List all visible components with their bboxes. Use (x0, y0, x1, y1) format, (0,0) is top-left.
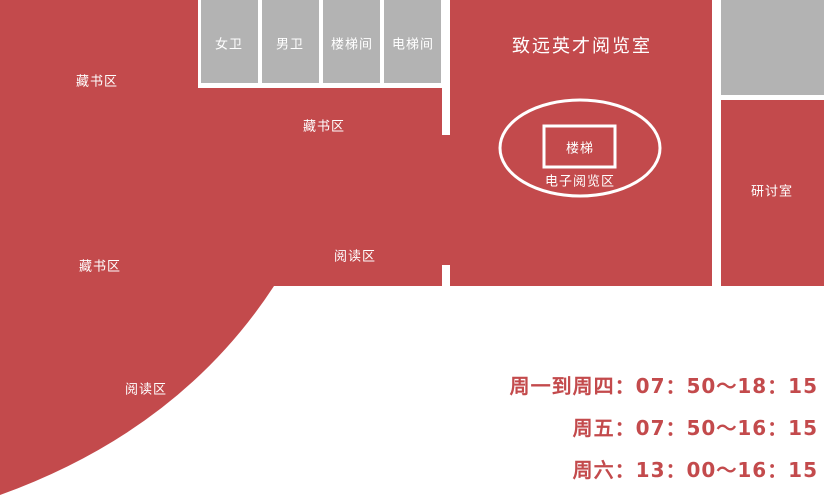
seminar-room-block (721, 100, 824, 286)
womens-restroom-block (201, 0, 258, 83)
stairwell-block (323, 0, 380, 83)
elevator-room-block (384, 0, 441, 83)
e-reading-ellipse (498, 98, 662, 198)
reading-room-title: 致远英才阅览室 (512, 36, 652, 57)
reading-area-label: 阅读区 (124, 382, 168, 398)
mens-restroom-block (262, 0, 319, 83)
stairs-label: 楼梯 (565, 141, 595, 157)
storage-area-label: 藏书区 (75, 74, 119, 90)
main-floor-area (0, 0, 442, 495)
hours-fri: 周五：07：50～16：15 (572, 416, 818, 440)
storage-area-label: 藏书区 (78, 259, 122, 275)
elevator-room-label: 电梯间 (391, 37, 435, 53)
hours-sat: 周六：13：00～16：15 (572, 458, 818, 482)
womens-restroom-label: 女卫 (214, 37, 244, 53)
hours-mon-thu: 周一到周四：07：50～18：15 (509, 374, 818, 398)
mens-restroom-label: 男卫 (275, 37, 305, 53)
stairwell-label: 楼梯间 (330, 37, 374, 53)
seminar-room-label: 研讨室 (750, 184, 794, 200)
right-gray-block (721, 0, 824, 95)
stairs-box (542, 124, 617, 169)
reading-room-block (450, 0, 712, 286)
connector-upper (442, 135, 450, 265)
e-reading-area-label: 电子阅览区 (544, 174, 616, 190)
storage-area-label: 藏书区 (302, 119, 346, 135)
reading-area-label: 阅读区 (333, 249, 377, 265)
